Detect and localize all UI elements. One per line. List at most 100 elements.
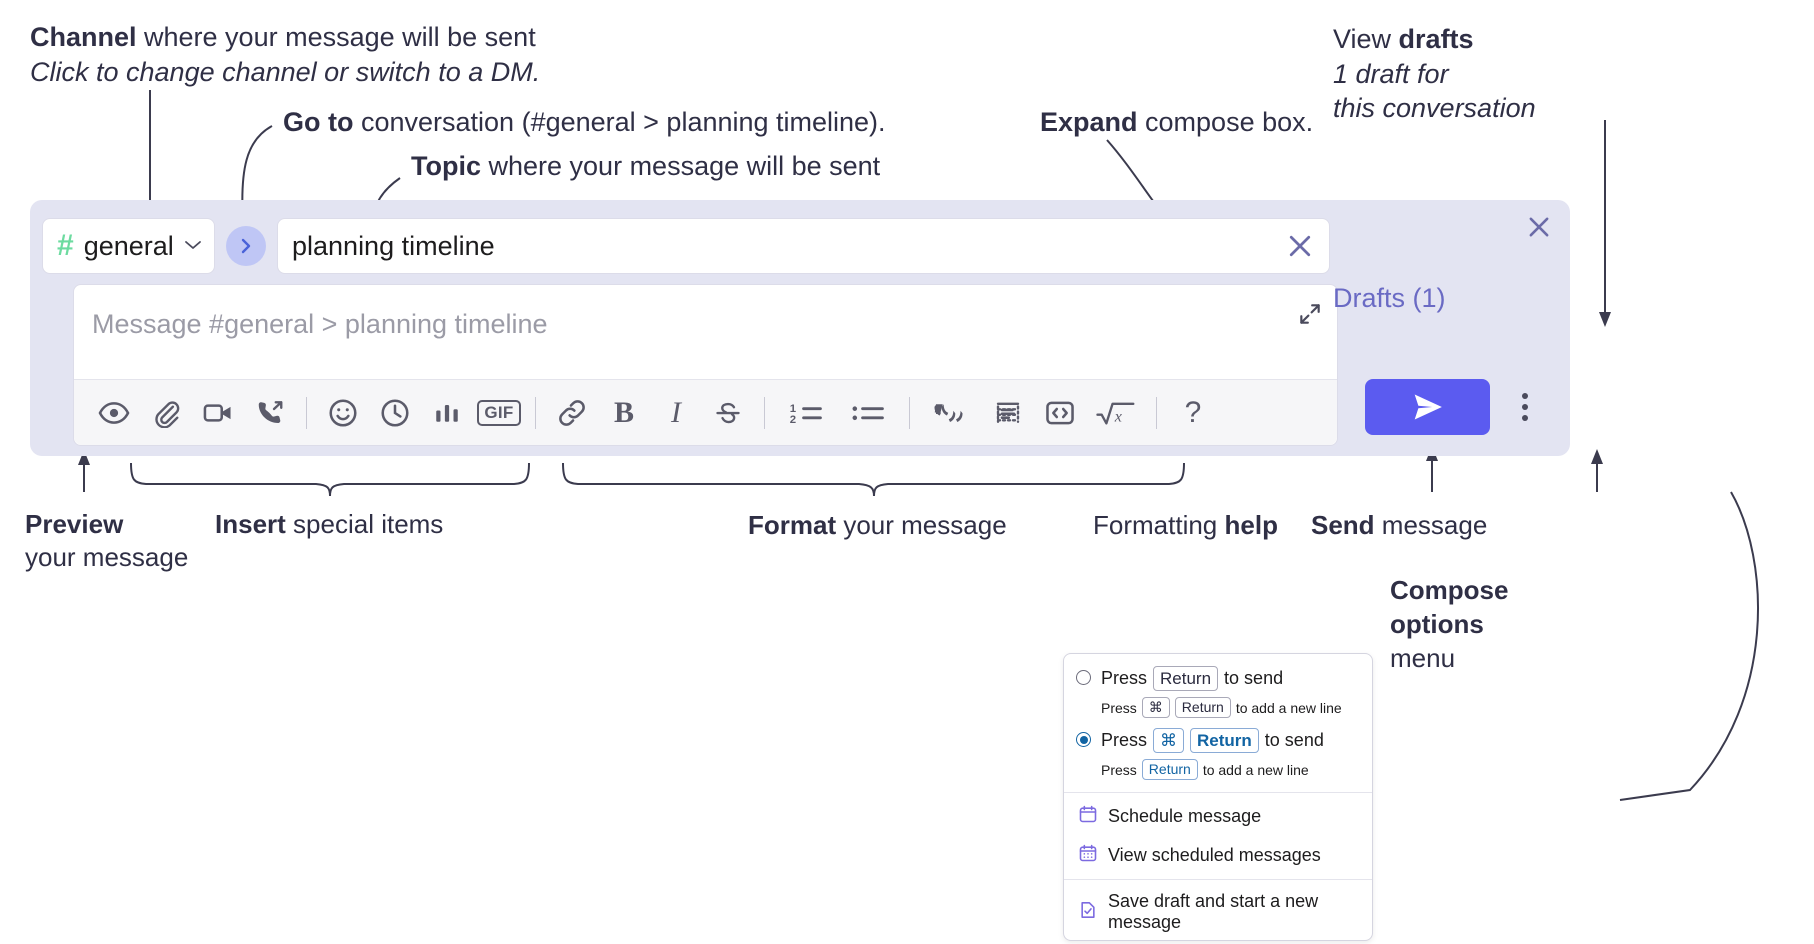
- annotation-send-rest: message: [1374, 510, 1488, 540]
- svg-text:2: 2: [790, 414, 796, 426]
- compose-header-row: # general planning timeline: [42, 218, 1330, 274]
- menu-divider: [1064, 879, 1372, 880]
- annotation-preview-bold: Preview: [25, 509, 124, 539]
- annotation-drafts-bold: drafts: [1398, 24, 1474, 54]
- option2-sub-post: to add a new line: [1202, 761, 1309, 778]
- annotation-drafts-italic1: 1 draft for: [1333, 58, 1449, 89]
- toolbar-divider: [1156, 396, 1157, 429]
- channel-name: general: [83, 230, 174, 261]
- annotation-channel: Channel where your message will be sent …: [30, 20, 540, 89]
- italic-icon[interactable]: I: [650, 388, 702, 438]
- attachment-icon[interactable]: [140, 388, 192, 438]
- option1-sub-post: to add a new line: [1235, 699, 1342, 716]
- emoji-icon[interactable]: [317, 388, 369, 438]
- annotation-goto-rest: conversation (#general > planning timeli…: [353, 107, 886, 137]
- message-input[interactable]: Message #general > planning timeline: [92, 309, 548, 339]
- annotation-format: Format your message: [748, 509, 1007, 542]
- annotation-drafts-pre: View: [1333, 24, 1399, 54]
- kebab-dot: [1522, 415, 1528, 421]
- option2-pre: Press: [1101, 730, 1148, 750]
- calendar-grid-icon: [1078, 843, 1098, 868]
- help-label: ?: [1184, 395, 1202, 429]
- annotation-compose-options: Compose options menu: [1390, 574, 1508, 675]
- annotation-insert-rest: special items: [285, 509, 444, 539]
- radio-button-selected[interactable]: [1076, 732, 1091, 747]
- video-icon[interactable]: [192, 388, 244, 438]
- help-icon[interactable]: ?: [1167, 388, 1219, 438]
- annotation-topic: Topic where your message will be sent: [411, 149, 880, 184]
- key-return: Return: [1174, 697, 1231, 718]
- close-icon[interactable]: [1524, 212, 1554, 242]
- hash-icon: #: [57, 229, 74, 262]
- preview-icon[interactable]: [88, 388, 140, 438]
- annotation-channel-italic: Click to change channel or switch to a D…: [30, 56, 541, 87]
- annotation-compose-bold2: options: [1390, 608, 1484, 639]
- bold-icon[interactable]: B: [598, 388, 650, 438]
- math-icon[interactable]: x: [1086, 388, 1146, 438]
- menu-item-schedule-message[interactable]: Schedule message: [1064, 797, 1372, 836]
- menu-item-label: Save draft and start a new message: [1108, 891, 1319, 932]
- topic-value: planning timeline: [292, 230, 495, 261]
- save-draft-icon: [1078, 900, 1098, 925]
- code-icon[interactable]: [1034, 388, 1086, 438]
- clear-topic-icon[interactable]: [1285, 231, 1315, 261]
- expand-icon[interactable]: [1297, 301, 1323, 332]
- option1-pre: Press: [1101, 668, 1148, 688]
- annotation-preview: Preview your message: [25, 508, 188, 575]
- menu-item-save-draft[interactable]: Save draft and start a new message: [1064, 884, 1372, 940]
- compose-options-button[interactable]: [1511, 387, 1539, 427]
- option1-sub-pre: Press: [1101, 699, 1137, 716]
- key-return: Return: [1141, 759, 1198, 780]
- clock-icon[interactable]: [369, 388, 421, 438]
- menu-divider: [1064, 792, 1372, 793]
- annotation-send-bold: Send: [1311, 510, 1375, 540]
- link-icon[interactable]: [546, 388, 598, 438]
- key-command: ⌘: [1141, 697, 1170, 718]
- annotation-insert-bold: Insert: [215, 509, 286, 539]
- formatting-toolbar: GIF B I 1: [74, 379, 1337, 445]
- ordered-list-icon[interactable]: 1 2: [775, 388, 837, 438]
- radio-button[interactable]: [1076, 670, 1091, 685]
- blockquote-icon[interactable]: [920, 388, 982, 438]
- annotation-topic-bold: Topic: [411, 151, 481, 181]
- strikethrough-icon[interactable]: [702, 388, 754, 438]
- menu-option-return-to-send[interactable]: Press Return to send: [1064, 664, 1372, 693]
- annotation-compose-bold1: Compose: [1390, 575, 1509, 605]
- option2-sub-pre: Press: [1101, 761, 1137, 778]
- bold-label: B: [613, 395, 634, 429]
- annotation-preview-rest: your message: [25, 542, 189, 573]
- annotation-format-bold: Format: [748, 510, 837, 540]
- annotation-goto-bold: Go to: [283, 107, 354, 137]
- channel-selector[interactable]: # general: [42, 218, 215, 274]
- compose-box: # general planning timeline Message #gen…: [30, 200, 1570, 456]
- annotation-help-bold: help: [1224, 510, 1278, 540]
- annotation-compose-rest: menu: [1390, 642, 1456, 673]
- annotation-formatting-help: Formatting help: [1093, 509, 1278, 542]
- option2-post: to send: [1264, 730, 1324, 750]
- topic-input[interactable]: planning timeline: [277, 218, 1330, 274]
- annotation-expand-rest: compose box.: [1137, 107, 1314, 137]
- gif-icon[interactable]: GIF: [473, 388, 525, 438]
- menu-item-label: Schedule message: [1108, 806, 1262, 826]
- annotation-help-pre: Formatting: [1093, 510, 1225, 540]
- send-button[interactable]: [1365, 379, 1490, 435]
- menu-option-cmd-return-to-send[interactable]: Press ⌘ Return to send: [1064, 726, 1372, 755]
- gif-label: GIF: [477, 399, 521, 426]
- toolbar-divider: [764, 396, 765, 429]
- annotation-expand: Expand compose box.: [1040, 105, 1313, 140]
- message-input-container: Message #general > planning timeline: [73, 284, 1338, 446]
- svg-text:1: 1: [790, 402, 797, 414]
- goto-conversation-button[interactable]: [226, 226, 266, 266]
- audio-call-icon[interactable]: [244, 388, 296, 438]
- bulleted-list-icon[interactable]: [837, 388, 899, 438]
- menu-item-view-scheduled-messages[interactable]: View scheduled messages: [1064, 836, 1372, 875]
- compose-options-menu: Press Return to send Press ⌘ Return to a…: [1063, 653, 1373, 941]
- toolbar-divider: [306, 396, 307, 429]
- code-block-icon[interactable]: [982, 388, 1034, 438]
- annotation-channel-rest: where your message will be sent: [136, 22, 536, 52]
- drafts-link[interactable]: Drafts (1): [1333, 283, 1446, 313]
- bar-chart-icon[interactable]: [421, 388, 473, 438]
- menu-option-cmd-return-subtext: Press Return to add a new line: [1064, 755, 1372, 788]
- annotation-drafts-italic2: this conversation: [1333, 93, 1536, 124]
